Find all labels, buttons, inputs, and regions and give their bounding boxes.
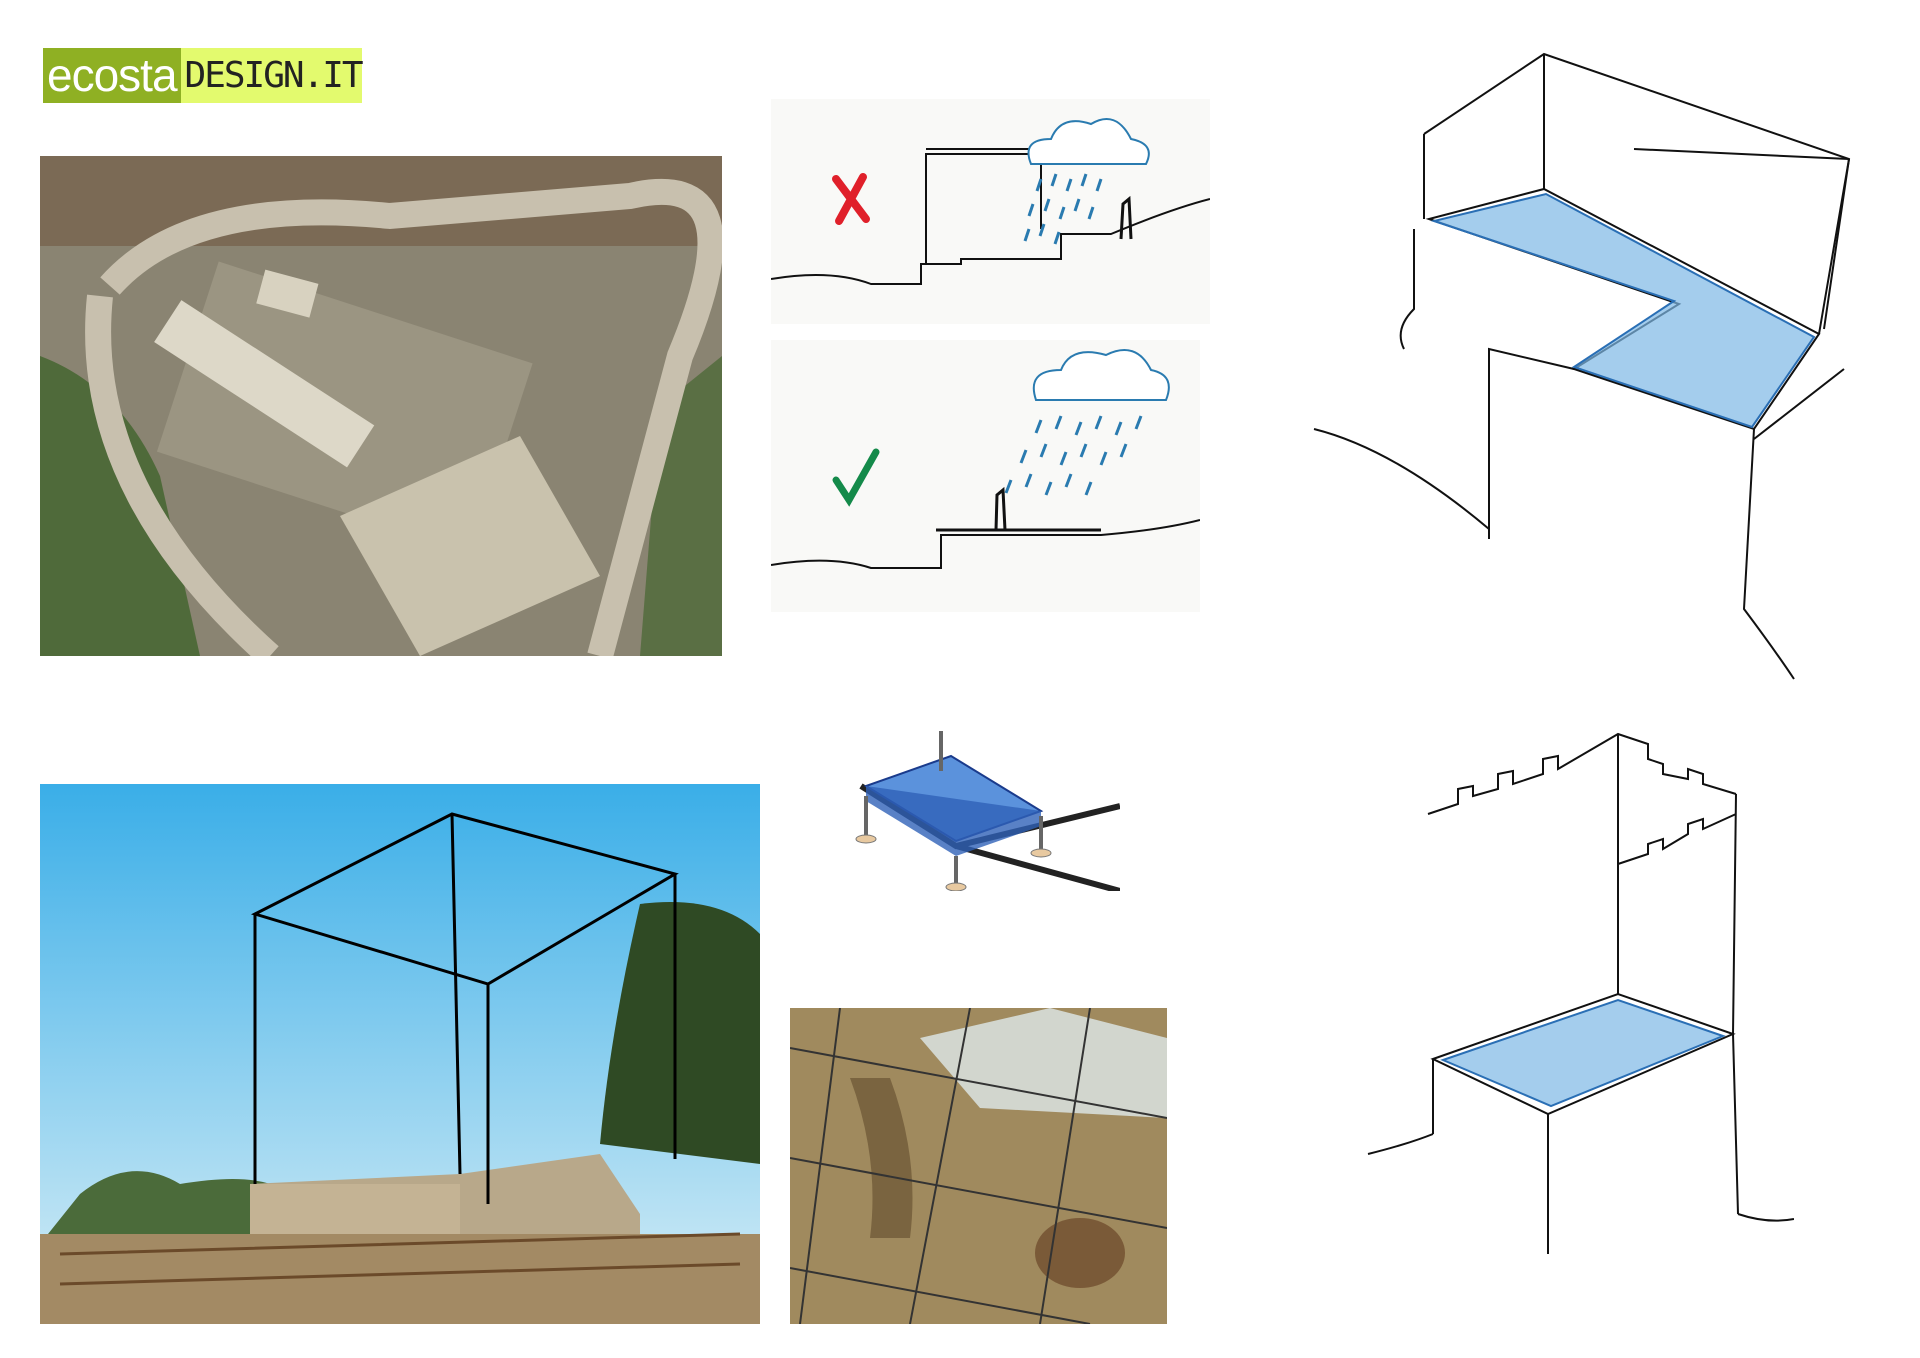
check-icon [832,448,880,507]
logo: ecosta DESIGN.IT [43,48,364,103]
rain-sketch-correct [771,340,1200,612]
glass-floor-photo [790,1008,1167,1324]
tower-glass-floor-sketch [1348,724,1794,1330]
wall-photo-with-cube-overlay [40,784,760,1324]
l-shaped-glass-roof-sketch [1274,49,1893,687]
aerial-site-photo [40,156,722,656]
cross-icon [832,173,870,225]
rain-sketch-wrong [771,99,1210,324]
logo-text-design: DESIGN.IT [180,48,364,103]
logo-text-ecosta: ecosta [43,48,181,103]
raised-floor-pedestal-diagram [841,711,1120,891]
